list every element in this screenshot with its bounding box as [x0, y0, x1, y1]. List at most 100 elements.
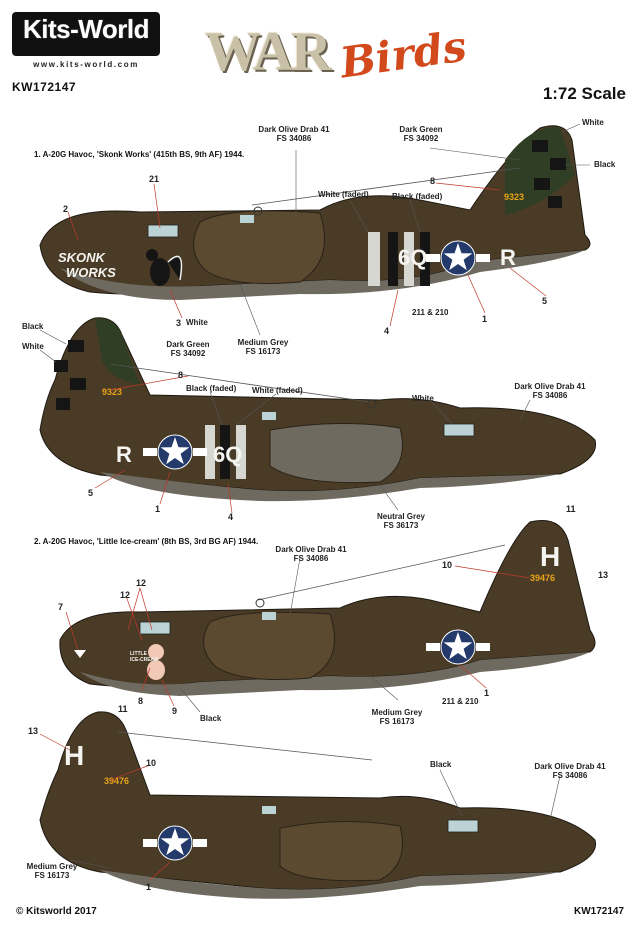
- note-line: FS 34086: [532, 391, 568, 400]
- note-black-1b: Black: [22, 322, 44, 331]
- callout-1: 1: [482, 314, 488, 324]
- note-grey-1: Medium Grey FS 16173: [228, 338, 298, 356]
- aircraft-2-left-profile: [39, 711, 597, 899]
- note-line: Dark Olive Drab 41: [275, 545, 347, 554]
- callout-4: 4: [228, 512, 234, 522]
- note-black-faded: Black (faded): [392, 192, 443, 201]
- callout-1: 1: [484, 688, 490, 698]
- footer-copyright: © Kitsworld 2017: [16, 906, 97, 917]
- callout-4: 4: [384, 326, 390, 336]
- callout-8: 8: [138, 696, 144, 706]
- callout-5: 5: [88, 488, 94, 498]
- scheme-title-2: 2. A-20G Havoc, 'Little Ice-cream' (8th …: [34, 537, 259, 546]
- star-insignia-icon: [157, 825, 193, 861]
- note-white-faded: White (faded): [318, 190, 369, 199]
- aircraft-1b-serial: 9323: [102, 387, 122, 397]
- product-code: KW172147: [12, 80, 77, 94]
- note-line: Neutral Grey: [376, 512, 426, 521]
- aircraft-2-right-profile: [59, 520, 596, 696]
- callout-13: 13: [28, 726, 39, 736]
- note-line: Medium Grey: [371, 708, 423, 717]
- note-line: Dark Green: [399, 125, 443, 134]
- aircraft-2-nose-art-line1: LITTLE: [130, 651, 148, 657]
- brand-logo: Kits-World www.kits-world.com: [12, 12, 160, 70]
- callout-7: 7: [58, 602, 64, 612]
- note-black-2: Black: [200, 714, 222, 723]
- aircraft-1-left-profile: [39, 317, 597, 502]
- callout-2: 2: [63, 204, 69, 214]
- callout-21: 21: [149, 174, 160, 184]
- callout-9: 9: [172, 706, 178, 716]
- cherub-nose-art-icon: [147, 644, 165, 680]
- note-neutral-grey-1b: Neutral Grey FS 36173: [366, 512, 436, 530]
- note-line: Medium Grey: [237, 338, 289, 347]
- logo-war: WAR: [205, 21, 332, 83]
- note-dark-olive-2: Dark Olive Drab 41 FS 34086: [266, 545, 356, 563]
- aircraft-2-tail-letter: H: [540, 541, 560, 572]
- scale-label: 1:72 Scale: [542, 84, 626, 103]
- note-line: FS 16173: [245, 347, 281, 356]
- note-white-tail: White: [582, 118, 604, 127]
- note-dark-green-1: Dark Green FS 34092: [386, 125, 456, 143]
- callout-12b: 12: [120, 590, 131, 600]
- note-white-canopy-1b: White: [412, 394, 434, 403]
- star-insignia-icon: [157, 434, 193, 470]
- note-line: Dark Olive Drab 41: [258, 125, 330, 134]
- note-stencil-2: 211 & 210: [442, 697, 479, 706]
- callout-5: 5: [542, 296, 548, 306]
- note-line: FS 34086: [276, 134, 312, 143]
- aircraft-1-nose-art-line1: SKONK: [58, 250, 107, 265]
- brand-name: Kits-World: [23, 14, 149, 44]
- callout-1: 1: [146, 882, 152, 892]
- aircraft-1-nose-art-line2: WORKS: [66, 265, 116, 280]
- callout-10: 10: [146, 758, 157, 768]
- note-line: FS 36173: [383, 521, 419, 530]
- scheme-title-1: 1. A-20G Havoc, 'Skonk Works' (415th BS,…: [34, 150, 245, 159]
- aircraft-1-code-right: R: [500, 245, 516, 270]
- note-line: FS 34092: [170, 349, 206, 358]
- note-grey-2: Medium Grey FS 16173: [362, 708, 432, 726]
- star-insignia-icon: [440, 629, 476, 665]
- note-line: FS 34092: [403, 134, 439, 143]
- note-stencil-1: 211 & 210: [412, 308, 449, 317]
- callout-3: 3: [176, 318, 182, 328]
- aircraft-1-right-profile: [39, 125, 591, 300]
- note-black-faded-1b: Black (faded): [186, 384, 237, 393]
- skunk-mascot-icon: [146, 249, 183, 286]
- aircraft-2-nose-art-line2: ICE-CREAM: [130, 657, 158, 663]
- note-dark-olive-2b: Dark Olive Drab 41 FS 34086: [520, 762, 620, 780]
- note-line: Dark Green: [166, 340, 210, 349]
- brand-logo-box: [12, 12, 160, 56]
- note-line: FS 16173: [34, 871, 70, 880]
- callout-12: 12: [136, 578, 147, 588]
- footer-code: KW172147: [573, 906, 624, 917]
- note-white-art: White: [186, 318, 208, 327]
- note-white-1b: White: [22, 342, 44, 351]
- star-insignia-icon: [440, 240, 476, 276]
- note-black-tail: Black: [594, 160, 616, 169]
- note-line: FS 16173: [379, 717, 415, 726]
- note-grey-2b: Medium Grey FS 16173: [22, 862, 82, 880]
- callout-8: 8: [178, 370, 184, 380]
- note-line: FS 34086: [293, 554, 329, 563]
- aircraft-1-serial: 9323: [504, 192, 524, 202]
- note-line: Dark Olive Drab 41: [534, 762, 606, 771]
- callout-13: 13: [598, 570, 609, 580]
- aircraft-2b-serial: 39476: [104, 776, 129, 786]
- note-leader-lines: [39, 123, 590, 869]
- note-line: FS 34086: [552, 771, 588, 780]
- aircraft-1-code-left: 6Q: [398, 245, 427, 270]
- note-white-faded-1b: White (faded): [252, 386, 303, 395]
- note-dark-olive-1: Dark Olive Drab 41 FS 34086: [244, 125, 344, 143]
- callout-11: 11: [566, 504, 576, 514]
- brand-url: www.kits-world.com: [33, 60, 139, 69]
- callout-10: 10: [442, 560, 453, 570]
- callout-8: 8: [430, 176, 436, 186]
- aircraft-2b-tail-letter: H: [64, 740, 84, 771]
- aircraft-2-serial: 39476: [530, 573, 555, 583]
- callout-1: 1: [155, 504, 161, 514]
- note-black-2b: Black: [430, 760, 452, 769]
- callout-leader-lines: [39, 182, 547, 881]
- note-dark-green-1b: Dark Green FS 34092: [160, 340, 216, 358]
